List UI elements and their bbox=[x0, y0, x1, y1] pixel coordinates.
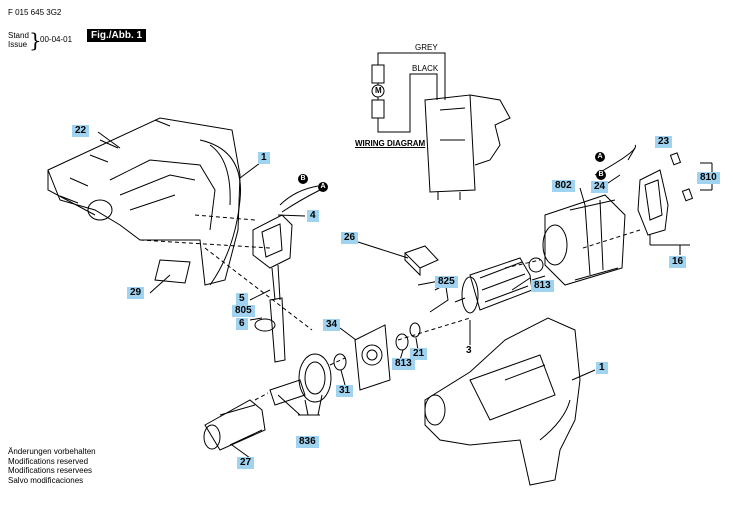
wire-black-label: BLACK bbox=[412, 64, 439, 73]
part-label-21: 21 bbox=[410, 348, 428, 360]
part-label-3: 3 bbox=[466, 345, 472, 356]
part-number: F 015 645 3G2 bbox=[8, 8, 62, 17]
brush-clip bbox=[404, 245, 449, 313]
wire-badge-a: A bbox=[318, 182, 328, 192]
part-label-4: 4 bbox=[307, 210, 319, 222]
armature bbox=[454, 257, 546, 314]
part-label-813-left: 813 bbox=[392, 358, 415, 370]
note-line: Modifications reserved bbox=[8, 456, 89, 466]
brush-holder bbox=[637, 152, 694, 236]
part-label-16: 16 bbox=[669, 256, 687, 268]
part-label-6: 6 bbox=[236, 318, 248, 330]
issue-date: 00-04-01 bbox=[40, 35, 73, 44]
issue-label: Issue bbox=[8, 40, 28, 49]
part-label-34: 34 bbox=[323, 319, 341, 331]
wire-badge-a-right: A bbox=[595, 152, 605, 162]
wire-badge-b: B bbox=[298, 174, 308, 184]
wire-badge-b-right: B bbox=[596, 170, 606, 180]
chuck bbox=[203, 399, 266, 451]
note-line: Änderungen vorbehalten bbox=[8, 447, 96, 456]
wire-grey-label: GREY bbox=[415, 43, 438, 52]
part-label-23: 23 bbox=[655, 136, 673, 148]
part-label-29: 29 bbox=[127, 287, 145, 299]
modification-notes: Änderungen vorbehalten Modifications res… bbox=[8, 447, 96, 485]
switch bbox=[252, 185, 321, 363]
part-label-27: 27 bbox=[237, 457, 255, 469]
housing-half-left bbox=[47, 117, 241, 286]
part-label-805: 805 bbox=[232, 305, 255, 317]
leader-lines bbox=[97, 131, 713, 459]
note-line: Modifications reservees bbox=[8, 466, 93, 475]
part-label-825: 825 bbox=[435, 276, 458, 288]
part-label-1-top: 1 bbox=[258, 152, 270, 164]
drill-housing-assembled bbox=[424, 317, 581, 486]
figure-label: Fig./Abb. 1 bbox=[87, 29, 147, 42]
part-label-810: 810 bbox=[697, 172, 720, 184]
issue-brace: } bbox=[29, 28, 42, 52]
note-line: Salvo modificaciones bbox=[8, 475, 84, 485]
part-label-836: 836 bbox=[296, 436, 319, 448]
part-label-5: 5 bbox=[236, 293, 248, 305]
part-label-24: 24 bbox=[591, 181, 609, 193]
part-label-802: 802 bbox=[552, 180, 575, 192]
stand-label: Stand bbox=[8, 31, 29, 40]
part-label-26: 26 bbox=[341, 232, 359, 244]
screws-22 bbox=[59, 119, 171, 204]
wiring-diagram bbox=[371, 52, 511, 200]
part-label-22: 22 bbox=[72, 125, 90, 137]
gear-plate bbox=[354, 322, 421, 391]
wiring-diagram-title: WIRING DIAGRAM bbox=[355, 139, 426, 148]
spindle-gear bbox=[269, 353, 347, 416]
part-label-31: 31 bbox=[336, 385, 354, 397]
part-label-813-right: 813 bbox=[531, 280, 554, 292]
part-label-1-bottom: 1 bbox=[596, 362, 608, 374]
stator bbox=[542, 144, 636, 286]
motor-symbol-label: M bbox=[375, 86, 382, 95]
